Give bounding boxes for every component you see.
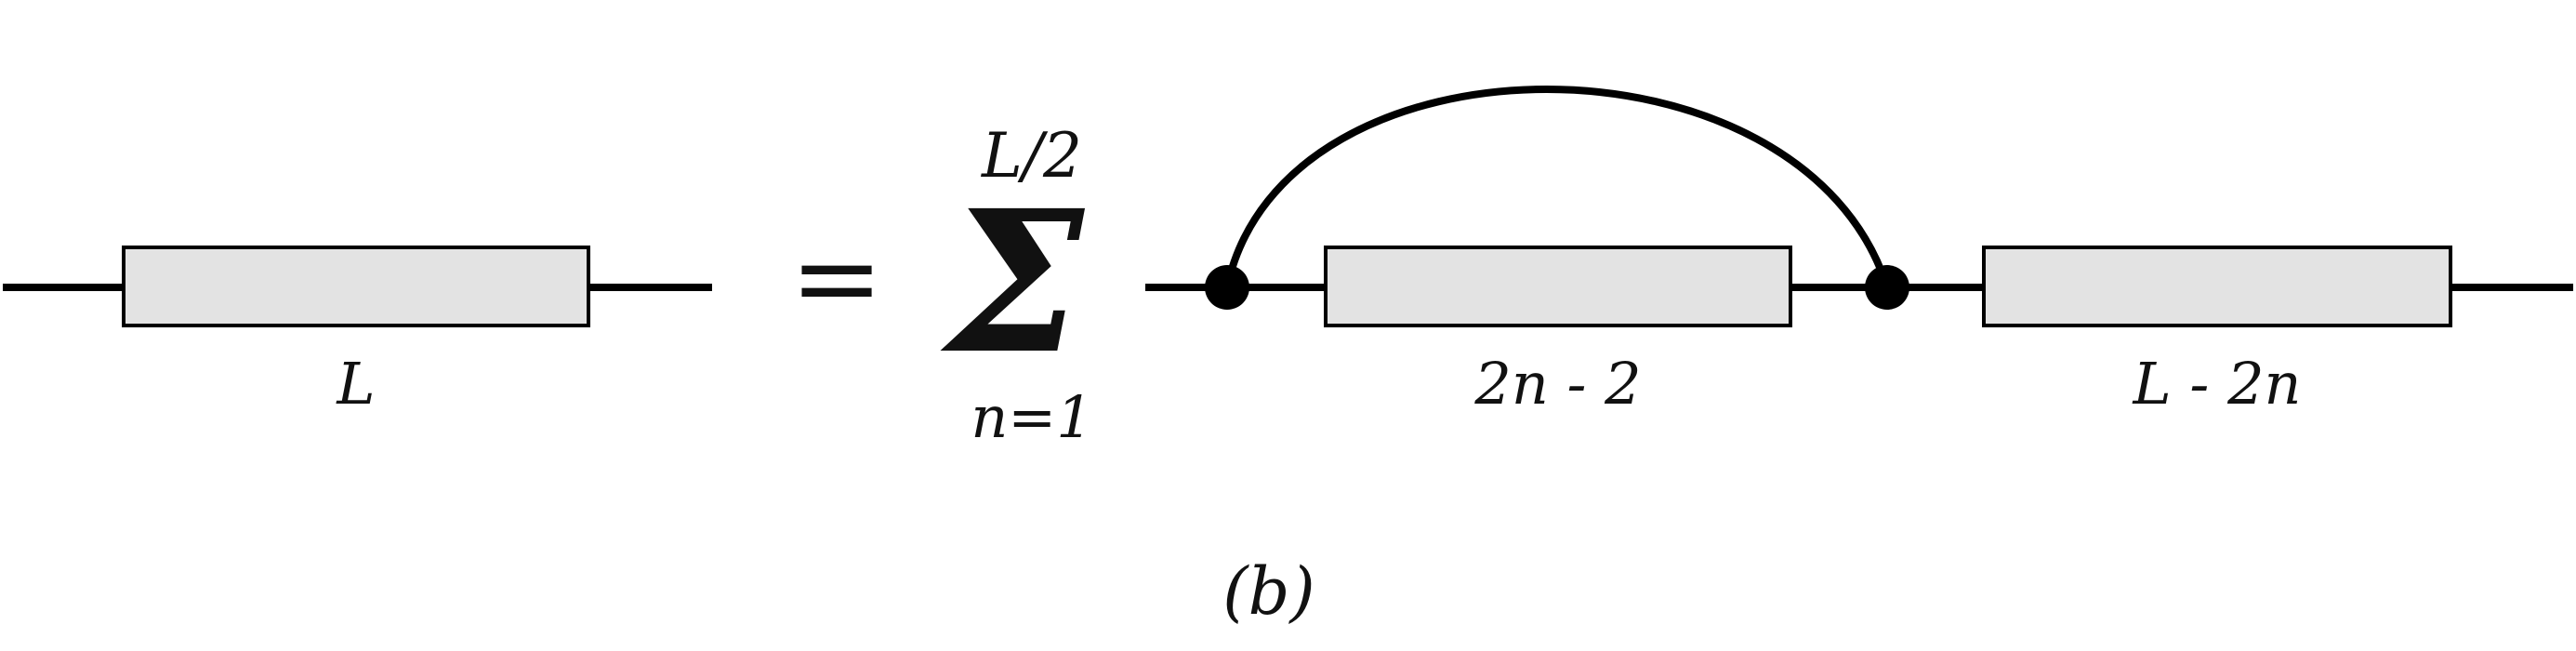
middle-box	[1324, 246, 1792, 327]
left-vertex-dot	[1205, 265, 1249, 310]
left-box	[122, 246, 590, 327]
left-box-label: L	[336, 350, 375, 418]
panel-label: (b)	[1222, 553, 1314, 630]
sum-lower-limit: n=1	[971, 383, 1092, 451]
arc-connection	[1223, 86, 1891, 289]
right-vertex-dot	[1865, 265, 1909, 310]
sum-upper-limit: L/2	[981, 120, 1082, 192]
right-box	[1982, 246, 2452, 327]
middle-box-label: 2n - 2	[1473, 350, 1641, 418]
equals-sign: =	[790, 214, 884, 343]
sum-symbol: Σ	[940, 167, 1086, 397]
right-box-label: L - 2n	[2133, 350, 2302, 418]
sum-group: = L/2 Σ n=1	[790, 120, 1093, 451]
left-propagator-group: L	[3, 246, 712, 418]
right-diagram-group: 2n - 2 L - 2n	[1145, 86, 2573, 418]
